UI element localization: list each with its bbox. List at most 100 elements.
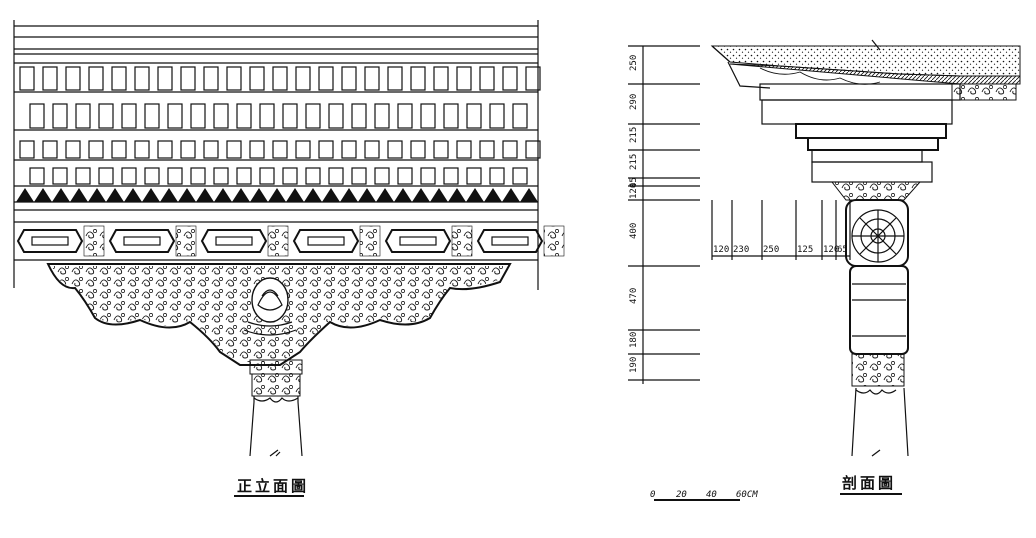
rafter-block: [226, 140, 242, 159]
scale-label-20: 20: [676, 490, 687, 500]
rafter-block: [351, 167, 367, 185]
rafter-block: [111, 140, 127, 159]
section-shaft: [849, 265, 909, 457]
rafter-block: [75, 167, 91, 185]
rafter-block: [512, 103, 528, 129]
rafter-block: [29, 103, 45, 129]
frieze-triangle: [178, 188, 196, 202]
rafter-block: [364, 66, 380, 91]
horizontal-dim-label: 120: [713, 245, 729, 255]
rafter-block: [456, 140, 472, 159]
rafter-block: [295, 140, 311, 159]
rafter-block: [236, 167, 252, 185]
rafter-block: [282, 167, 298, 185]
rafter-block: [489, 103, 505, 129]
frieze-triangle: [70, 188, 88, 202]
rafter-block: [410, 140, 426, 159]
cartouche-inset: [307, 236, 345, 246]
triangle-frieze: [14, 188, 538, 211]
rafter-block: [443, 103, 459, 129]
rafter-block: [213, 167, 229, 185]
rafter-block: [75, 103, 91, 129]
rafter-block: [121, 103, 137, 129]
frieze-triangle: [502, 188, 520, 202]
roof-earth-layer: [710, 39, 1021, 89]
vertical-dim-label: 290: [629, 94, 639, 110]
corbel-stack: [759, 83, 1017, 201]
rafter-block: [52, 167, 68, 185]
frieze-triangle: [466, 188, 484, 202]
cartouche-inset: [215, 236, 253, 246]
rafter-block: [374, 103, 390, 129]
frieze-triangle: [88, 188, 106, 202]
rafter-block: [341, 140, 357, 159]
horizontal-dim-label: 230: [733, 245, 749, 255]
rafter-block: [190, 103, 206, 129]
rafter-block: [282, 103, 298, 129]
rafter-block: [42, 66, 58, 91]
rafter-block: [433, 140, 449, 159]
rafter-block: [351, 103, 367, 129]
rafter-block: [19, 66, 35, 91]
cartouche-panel: [200, 229, 268, 253]
horizontal-dim-label: 120: [823, 245, 839, 255]
rafter-block: [502, 66, 518, 91]
scale-label-60cm: 60CM: [736, 490, 758, 500]
frieze-triangle: [34, 188, 52, 202]
rafter-block: [318, 66, 334, 91]
front-elevation: 正立面圖: [13, 20, 565, 497]
rafter-block: [397, 167, 413, 185]
rafter-block: [180, 140, 196, 159]
rafter-block: [226, 66, 242, 91]
rafter-block: [318, 140, 334, 159]
vertical-dim-label: 45: [629, 177, 639, 188]
scale-label-0: 0: [650, 490, 655, 500]
rafter-block: [479, 66, 495, 91]
vertical-dim-label: 470: [629, 288, 639, 304]
rafter-block: [190, 167, 206, 185]
rafter-block: [433, 66, 449, 91]
capital-roundel: [845, 199, 909, 267]
rafter-block: [466, 167, 482, 185]
section-title: 剖面圖: [842, 474, 896, 492]
frieze-triangle: [196, 188, 214, 202]
rafter-block: [420, 167, 436, 185]
rafter-block: [98, 167, 114, 185]
rafter-block: [88, 66, 104, 91]
frieze-triangle: [304, 188, 322, 202]
rafter-block: [111, 66, 127, 91]
frieze-triangle: [142, 188, 160, 202]
frieze-triangle: [430, 188, 448, 202]
rafter-block: [502, 140, 518, 159]
rafter-block: [387, 140, 403, 159]
cartouche-inset: [399, 236, 437, 246]
frieze-triangle: [340, 188, 358, 202]
cartouche-inset: [123, 236, 161, 246]
carved-spacer: [83, 225, 105, 257]
frieze-triangle: [376, 188, 394, 202]
rafter-block: [29, 167, 45, 185]
vertical-dim-label: 250: [629, 55, 639, 71]
rafter-block: [305, 167, 321, 185]
rafter-block: [272, 66, 288, 91]
rafter-block: [180, 66, 196, 91]
horizontal-dim-label: 65: [837, 245, 848, 255]
elevation-title: 正立面圖: [237, 477, 309, 495]
rafter-block: [397, 103, 413, 129]
cartouche-inset: [31, 236, 69, 246]
rafter-block: [525, 66, 541, 91]
rafter-block: [328, 167, 344, 185]
column: [249, 359, 303, 457]
rafter-block: [134, 66, 150, 91]
rafter-block: [249, 66, 265, 91]
rafter-block: [88, 140, 104, 159]
frieze-triangle: [232, 188, 250, 202]
rafter-block: [512, 167, 528, 185]
elevation-top-bands: [13, 20, 539, 290]
rafter-block: [259, 167, 275, 185]
rafter-block: [213, 103, 229, 129]
frieze-triangle: [322, 188, 340, 202]
